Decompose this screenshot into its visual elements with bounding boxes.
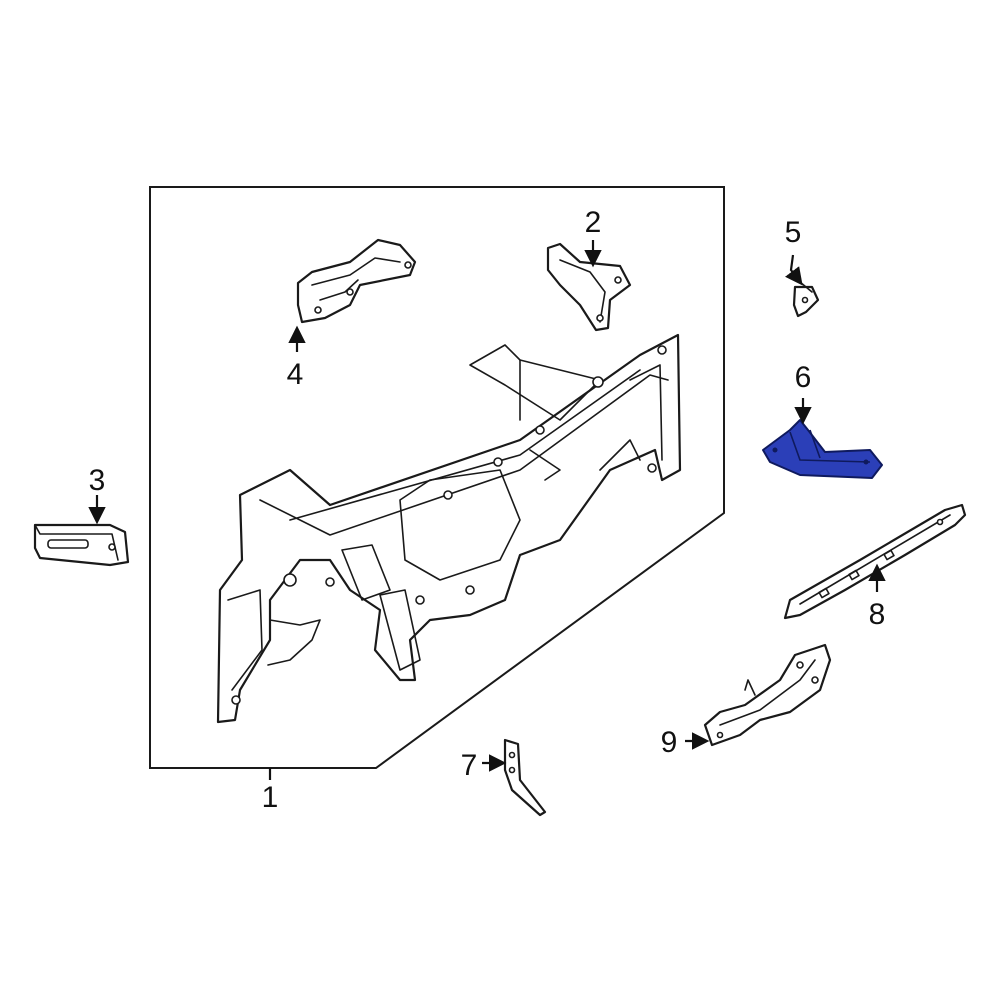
callout-1: 1 xyxy=(262,781,279,814)
callout-6: 6 xyxy=(795,361,812,394)
callout-4: 4 xyxy=(287,358,304,391)
callout-9: 9 xyxy=(661,726,678,759)
part-6-bracket-highlighted xyxy=(762,419,883,479)
callout-2: 2 xyxy=(585,206,602,239)
part-5-bracket xyxy=(789,275,820,318)
part-2-bracket xyxy=(546,242,632,332)
callout-8: 8 xyxy=(869,598,886,631)
callout-7: 7 xyxy=(461,749,478,782)
part-8-reinforcement xyxy=(783,503,967,620)
part-3-bracket xyxy=(33,523,130,567)
part-4-bracket xyxy=(296,238,417,324)
callout-3: 3 xyxy=(89,464,106,497)
cross-car-beam xyxy=(216,333,682,724)
part-7-brace xyxy=(503,738,547,817)
callout-5: 5 xyxy=(785,216,802,249)
assembly-frame xyxy=(149,186,725,769)
part-9-bracket xyxy=(703,643,832,747)
callout-5-arrow xyxy=(785,254,803,286)
